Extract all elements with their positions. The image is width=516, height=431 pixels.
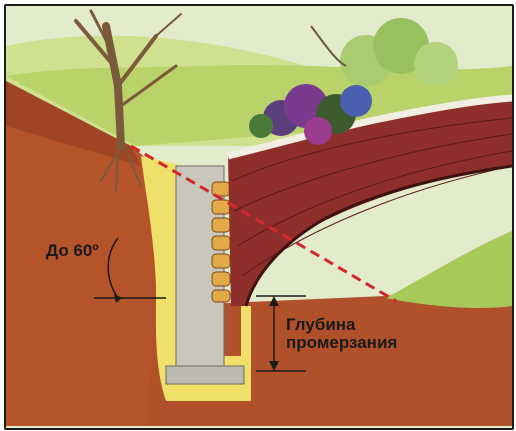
frost-depth-label-line2: промерзания — [286, 334, 397, 352]
stone-icon — [212, 272, 230, 286]
stone-icon — [212, 290, 230, 302]
stone-icon — [212, 254, 230, 268]
illustration-frame: До 60º Глубина промерзания — [4, 4, 514, 430]
angle-label: До 60º — [46, 242, 99, 260]
stone-icon — [212, 200, 230, 214]
stone-icon — [212, 218, 230, 232]
retaining-wall-diagram — [6, 6, 512, 428]
footing-base — [166, 366, 244, 384]
stone-icon — [212, 236, 230, 250]
frost-depth-label: Глубина промерзания — [286, 316, 397, 352]
frost-depth-label-line1: Глубина — [286, 316, 397, 334]
